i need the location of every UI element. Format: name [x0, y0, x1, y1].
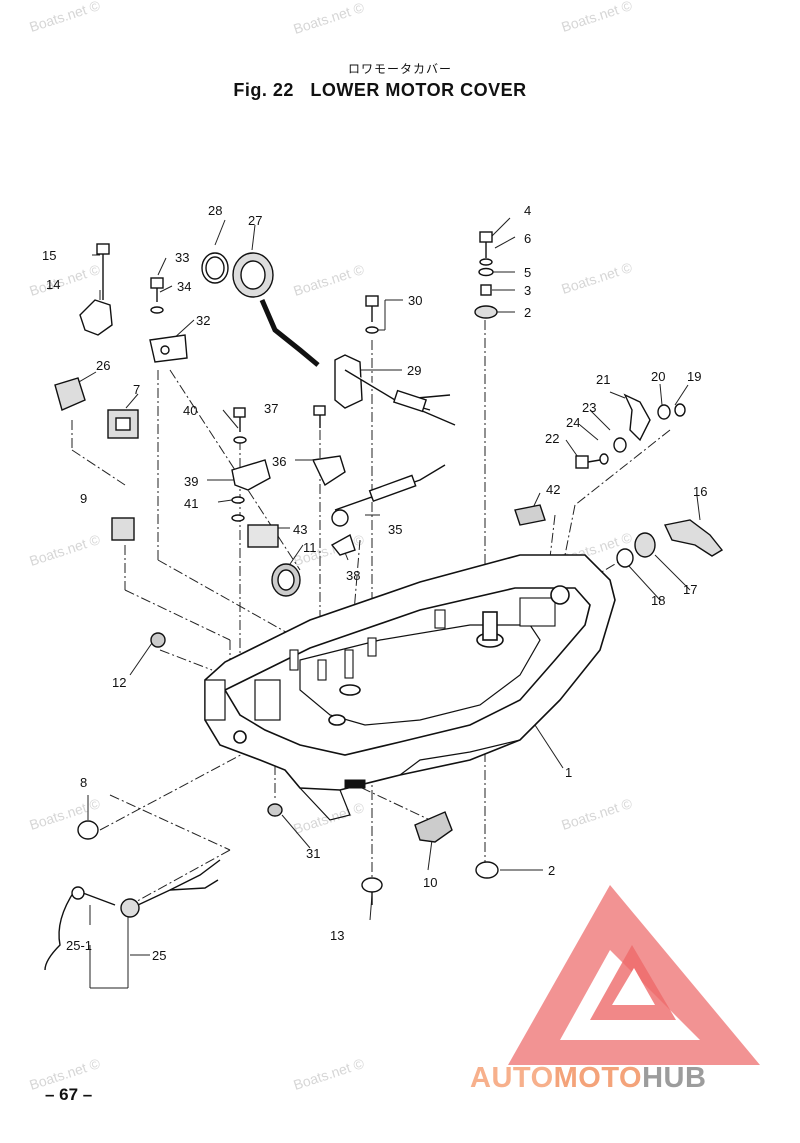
callout-26: 26 — [96, 358, 110, 373]
callout-numbers: 4 6 5 3 2 2 30 29 28 27 15 14 33 34 32 2… — [42, 203, 707, 963]
callout-16: 16 — [693, 484, 707, 499]
callout-8: 8 — [80, 775, 87, 790]
callout-25: 25 — [152, 948, 166, 963]
callout-40: 40 — [183, 403, 197, 418]
callout-3: 3 — [524, 283, 531, 298]
callout-29: 29 — [407, 363, 421, 378]
callout-2-bottom: 2 — [548, 863, 555, 878]
callout-39: 39 — [184, 474, 198, 489]
callout-15: 15 — [42, 248, 56, 263]
callout-11: 11 — [303, 540, 317, 555]
callout-23: 23 — [582, 400, 596, 415]
callout-28: 28 — [208, 203, 222, 218]
brand-logo-text: AUTOMOTOHUB — [470, 1062, 707, 1094]
callout-41: 41 — [184, 496, 198, 511]
figure-name: LOWER MOTOR COVER — [310, 80, 527, 100]
callout-35: 35 — [388, 522, 402, 537]
lower-motor-cover — [204, 554, 616, 821]
callout-42: 42 — [546, 482, 560, 497]
callout-6: 6 — [524, 231, 531, 246]
callout-12: 12 — [112, 675, 126, 690]
brand-logo-mark — [508, 885, 760, 1065]
callout-13: 13 — [330, 928, 344, 943]
callout-10: 10 — [423, 875, 437, 890]
callout-38: 38 — [346, 568, 360, 583]
callout-1: 1 — [565, 765, 572, 780]
callout-31: 31 — [306, 846, 320, 861]
callout-19: 19 — [687, 369, 701, 384]
callout-43: 43 — [293, 522, 307, 537]
callout-leaders — [71, 217, 701, 989]
callout-37: 37 — [264, 401, 278, 416]
callout-18: 18 — [651, 593, 665, 608]
callout-24: 24 — [566, 415, 580, 430]
figure-title: Fig. 22 LOWER MOTOR COVER — [0, 80, 760, 101]
callout-20: 20 — [651, 369, 665, 384]
title-japanese: ロワモータカバー — [347, 62, 452, 76]
page-number: – 67 – — [45, 1085, 93, 1104]
callout-2-top: 2 — [524, 305, 531, 320]
callout-14: 14 — [46, 277, 60, 292]
callout-30: 30 — [408, 293, 422, 308]
small-parts — [44, 231, 724, 971]
callout-17: 17 — [683, 582, 697, 597]
callout-32: 32 — [196, 313, 210, 328]
callout-4: 4 — [524, 203, 531, 218]
callout-27: 27 — [248, 213, 262, 228]
callout-21: 21 — [596, 372, 610, 387]
callout-7: 7 — [133, 382, 140, 397]
callout-25-1: 25-1 — [66, 938, 92, 953]
callout-5: 5 — [524, 265, 531, 280]
callout-22: 22 — [545, 431, 559, 446]
callout-9: 9 — [80, 491, 87, 506]
callout-34: 34 — [177, 279, 191, 294]
callout-36: 36 — [272, 454, 286, 469]
callout-33: 33 — [175, 250, 189, 265]
figure-number: Fig. 22 — [233, 80, 294, 100]
